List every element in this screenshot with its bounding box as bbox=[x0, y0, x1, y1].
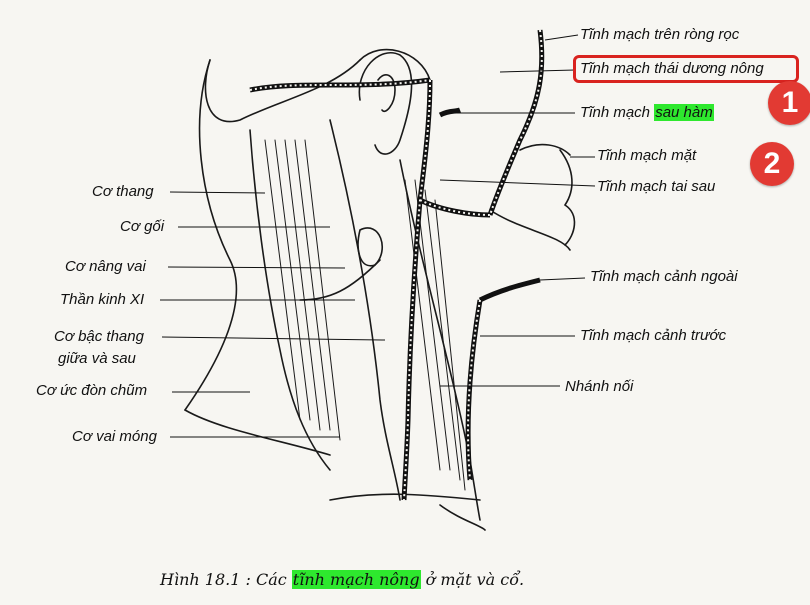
label-co-thang: Cơ thang bbox=[92, 183, 154, 201]
caption-prefix: Hình 18.1 : Các bbox=[160, 570, 292, 589]
label-tm-tren-rong-roc: Tĩnh mạch trên ròng rọc bbox=[580, 26, 739, 44]
label-tm-canh-truoc: Tĩnh mạch cảnh trước bbox=[580, 327, 726, 345]
figure-caption: Hình 18.1 : Các tĩnh mạch nông ở mặt và … bbox=[160, 570, 524, 589]
label-tm-sau-ham-highlight: sau hàm bbox=[654, 104, 714, 121]
label-co-uc-don-chum: Cơ ức đòn chũm bbox=[36, 382, 147, 400]
label-co-vai-mong: Cơ vai móng bbox=[72, 428, 157, 446]
annotation-badge-2: 2 bbox=[750, 142, 794, 186]
label-than-kinh-xi: Thần kinh XI bbox=[60, 291, 144, 309]
caption-highlight: tĩnh mạch nông bbox=[292, 570, 421, 589]
label-co-goi: Cơ gối bbox=[120, 218, 164, 236]
label-tm-sau-ham-prefix: Tĩnh mạch bbox=[580, 104, 654, 121]
annotation-highlight-box bbox=[573, 55, 799, 83]
label-tm-canh-ngoai: Tĩnh mạch cảnh ngoài bbox=[590, 268, 738, 286]
label-co-nang-vai: Cơ nâng vai bbox=[65, 258, 146, 276]
label-co-bac-thang-1: Cơ bậc thang bbox=[54, 328, 144, 346]
label-nhanh-noi: Nhánh nối bbox=[565, 378, 633, 396]
label-tm-tai-sau: Tĩnh mạch tai sau bbox=[597, 178, 715, 196]
annotation-badge-1: 1 bbox=[768, 81, 810, 125]
label-tm-sau-ham: Tĩnh mạch sau hàm bbox=[580, 104, 714, 122]
caption-suffix: ở mặt và cổ. bbox=[421, 570, 525, 589]
label-tm-mat: Tĩnh mạch mặt bbox=[597, 147, 696, 165]
label-co-bac-thang-2: giữa và sau bbox=[58, 350, 136, 368]
